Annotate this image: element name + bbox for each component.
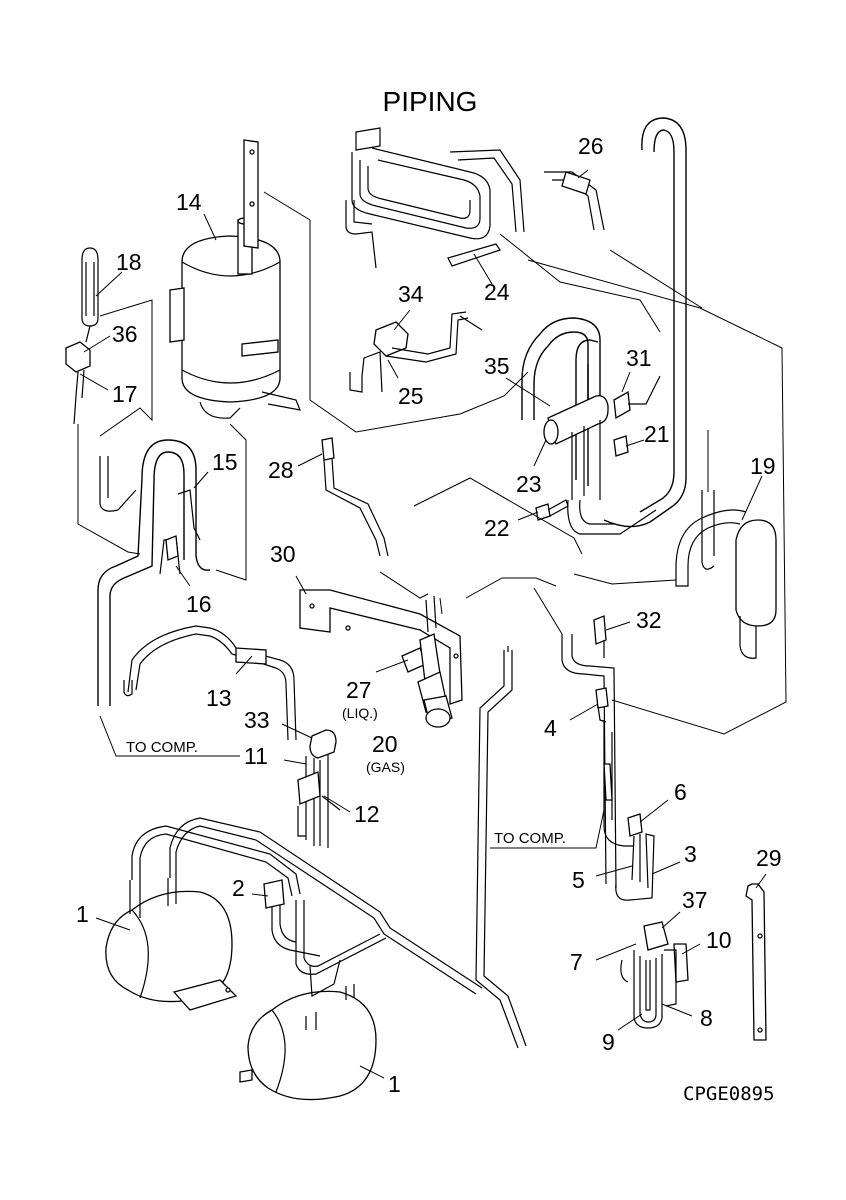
- label-20: 20: [372, 731, 398, 757]
- valve-part-34: [349, 311, 483, 393]
- compressor-part-1b: [239, 984, 377, 1101]
- valve-assembly-part-37: [620, 921, 689, 1029]
- label-36: 36: [112, 321, 138, 347]
- label-19: 19: [750, 453, 776, 479]
- tube-part-19: [603, 117, 777, 659]
- to-comp-left-leader: [99, 715, 240, 757]
- label-2: 2: [232, 875, 245, 901]
- label-25: 25: [398, 383, 424, 409]
- label-20-gas: (GAS): [366, 759, 405, 775]
- long-tubes: [475, 646, 527, 1049]
- label-8: 8: [700, 1005, 713, 1031]
- label-12: 12: [354, 801, 380, 827]
- label-28: 28: [268, 457, 294, 483]
- label-5: 5: [572, 867, 585, 893]
- tube-part-13: [127, 625, 297, 741]
- label-23: 23: [516, 471, 542, 497]
- label-15: 15: [212, 449, 238, 475]
- label-7: 7: [570, 949, 583, 975]
- coil-assembly-part-24: [345, 127, 525, 269]
- label-9: 9: [602, 1029, 615, 1055]
- label-1-bottom: 1: [388, 1071, 401, 1097]
- label-24: 24: [484, 279, 510, 305]
- tube-part-26: [544, 171, 605, 231]
- bracket-part-29: [745, 883, 767, 1041]
- tube-part-15: [97, 439, 211, 706]
- label-4: 4: [544, 715, 557, 741]
- bracket-part-30: [299, 589, 463, 705]
- label-37: 37: [682, 887, 708, 913]
- label-1-left: 1: [76, 901, 89, 927]
- tube-part-3: [561, 615, 655, 901]
- label-10: 10: [706, 927, 732, 953]
- label-26: 26: [578, 133, 604, 159]
- label-31: 31: [626, 345, 652, 371]
- label-29: 29: [756, 845, 782, 871]
- to-comp-right-leader: [490, 809, 605, 849]
- tube-part-28: [321, 437, 389, 557]
- label-11: 11: [244, 743, 268, 769]
- sensor-part-18: [65, 247, 99, 425]
- to-comp-right-note: TO COMP.: [494, 830, 566, 847]
- label-35: 35: [484, 353, 510, 379]
- boundary-lines: [77, 191, 787, 735]
- label-6: 6: [674, 779, 687, 805]
- label-21: 21: [644, 421, 670, 447]
- label-13: 13: [206, 685, 232, 711]
- label-18: 18: [116, 249, 142, 275]
- valve-assembly-part-35: [521, 317, 661, 535]
- accumulator-part-14: [169, 139, 301, 419]
- label-14: 14: [176, 189, 202, 215]
- service-valve-part-20: [423, 695, 453, 728]
- label-leaders: [79, 169, 767, 1079]
- drawing-code: CPGE0895: [683, 1083, 775, 1105]
- label-16: 16: [186, 591, 212, 617]
- label-30: 30: [270, 541, 296, 567]
- valve-part-33: [297, 729, 341, 848]
- label-33: 33: [244, 707, 270, 733]
- label-3: 3: [684, 841, 697, 867]
- label-17: 17: [112, 381, 138, 407]
- label-34: 34: [398, 281, 424, 307]
- label-32: 32: [636, 607, 662, 633]
- to-comp-left-note: TO COMP.: [126, 739, 198, 756]
- diagram-title: PIPING: [382, 86, 478, 117]
- label-22: 22: [484, 515, 510, 541]
- compressor-part-1a: [105, 878, 238, 1011]
- label-27: 27: [346, 677, 372, 703]
- tube-part-2: [131, 817, 483, 997]
- label-27-liq: (LIQ.): [342, 705, 378, 721]
